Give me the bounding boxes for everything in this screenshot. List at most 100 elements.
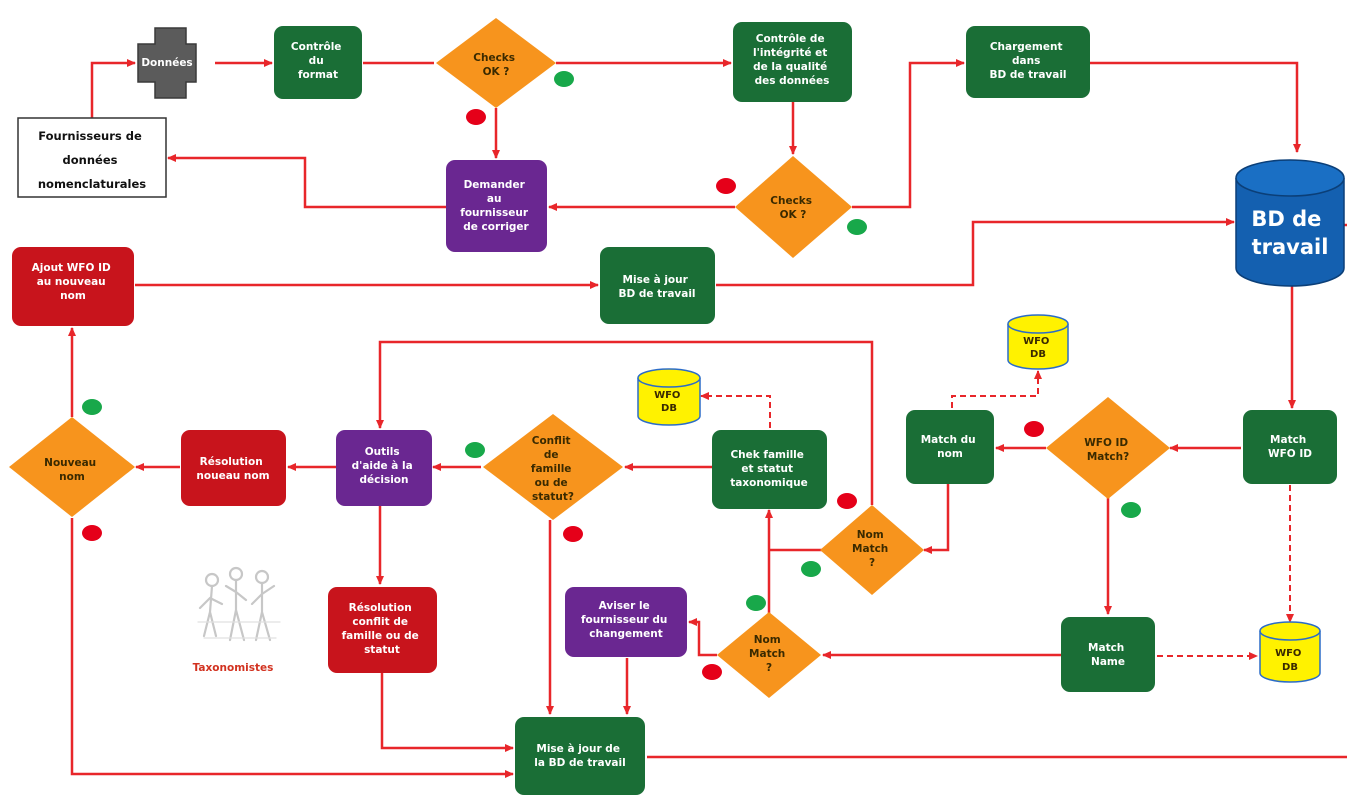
label-line: Outils [365, 446, 400, 458]
label-line: d'aide à la [352, 460, 413, 472]
node-controle-integrite: Contrôle de l'intégrité et de la qualité… [733, 22, 852, 102]
edge-nom-match1-outils [376, 340, 874, 505]
dot-red [716, 178, 736, 194]
label-line: OK ? [780, 209, 807, 221]
svg-text:Données: Données [141, 57, 192, 69]
label-line: noueau nom [196, 470, 269, 482]
label-line: ? [869, 557, 875, 569]
label-line: Données [141, 57, 192, 69]
node-nom-match-2: Nom Match ? [717, 612, 821, 698]
dot-red [1024, 421, 1044, 437]
svg-text:WFO DB: WFO DB [1023, 336, 1053, 360]
dot-green [82, 399, 102, 415]
node-wfo-id-match: WFO ID Match? [1046, 397, 1170, 499]
label-line: de corriger [463, 221, 529, 233]
label-line: l'intégrité et [753, 47, 827, 59]
node-ajout-wfo-id: Ajout WFO ID au nouveau nom [12, 247, 134, 326]
svg-text:Aviser le fournisseur du: Aviser le fournisseur du changement [581, 600, 671, 640]
node-nouveau-nom: Nouveau nom [9, 417, 135, 517]
svg-text:BD de travail: BD de travail [1251, 207, 1328, 259]
edge-checks2-chargement [852, 59, 965, 209]
node-maj-bd-travail-1: Mise à jour BD de travail [600, 247, 715, 324]
label-line: Nom [754, 634, 781, 646]
edge-maj-bd1-bd-travail [716, 218, 1235, 287]
label-line: Résolution [200, 456, 263, 468]
label-line: Demander [464, 179, 526, 191]
node-demander: Demander au fournisseur de corriger [446, 160, 547, 252]
svg-text:Mise à jour de la BD de: Mise à jour de la BD de travail [534, 743, 625, 769]
node-chargement: Chargement dans BD de travail [966, 26, 1090, 98]
label-line: dans [1012, 55, 1040, 67]
node-maj-bd-travail-2: Mise à jour de la BD de travail [515, 717, 645, 795]
svg-text:Checks OK ?: Checks OK ? [770, 195, 815, 221]
label-line: famille ou de [342, 630, 419, 642]
dot-red [82, 525, 102, 541]
label-line: Checks [473, 52, 515, 64]
label-line: Match [1088, 642, 1124, 654]
label-line: fournisseur du [581, 614, 667, 626]
label-line: Nom [857, 529, 884, 541]
dot-green [1121, 502, 1141, 518]
label-line: Contrôle de [756, 33, 825, 45]
svg-text:Checks OK ?: Checks OK ? [473, 52, 518, 78]
node-wfo-db-1: WFO DB [637, 368, 701, 426]
node-fournisseurs: Fournisseurs de données nomenclaturales [17, 117, 167, 198]
dot-green [746, 595, 766, 611]
label-line: Match [852, 543, 888, 555]
node-match-wfo-id: Match WFO ID [1243, 410, 1337, 484]
svg-text:Contrôle du format: Contrôle du format [291, 41, 345, 81]
svg-text:WFO DB: WFO DB [654, 390, 684, 414]
dot-red [837, 493, 857, 509]
label-line: Chargement [990, 41, 1063, 53]
svg-text:Résolution noueau nom: Résolution noueau nom [196, 456, 269, 482]
label-line: nom [60, 290, 86, 302]
dot-red [466, 109, 486, 125]
svg-text:Mise à jour BD de travai: Mise à jour BD de travail [618, 274, 695, 300]
label-line: Taxonomistes [193, 662, 274, 674]
node-outils-aide-decision: Outils d'aide à la décision [336, 430, 432, 506]
dot-red [563, 526, 583, 542]
svg-text:Contrôle de l'intégrité: Contrôle de l'intégrité et de la qualité… [753, 33, 831, 87]
node-conflit-famille-statut: Conflit de famille ou de statut? [483, 414, 623, 520]
label-line: nomenclaturales [38, 177, 146, 191]
node-nom-match-1: Nom Match ? [820, 505, 924, 595]
label-line: DB [1282, 662, 1298, 673]
edge-match-nom-nom-match1 [923, 484, 950, 554]
dot-green [465, 442, 485, 458]
node-resolution-nouveau-nom: Résolution noueau nom [181, 430, 286, 506]
svg-text:Chek famille et statut: Chek famille et statut taxonomique [730, 449, 807, 489]
label-line: Match du [921, 434, 976, 446]
svg-text:Fournisseurs de données: Fournisseurs de données nomenclaturales [38, 129, 146, 191]
label-line: DB [1030, 349, 1046, 360]
label-line: Name [1091, 656, 1125, 668]
node-match-du-nom: Match du nom [906, 410, 994, 484]
label-line: Match? [1087, 451, 1129, 463]
label-line: nom [937, 448, 963, 460]
label-line: Aviser le [599, 600, 650, 612]
node-controle-format: Contrôle du format [274, 26, 362, 99]
node-wfo-db-2: WFO DB [1007, 314, 1069, 370]
label-line: BD de travail [989, 69, 1066, 81]
edge-demander-fournisseurs [167, 154, 446, 209]
label-line: de la qualité [753, 61, 827, 73]
dot-green [554, 71, 574, 87]
svg-text:Nom Match ?: Nom Match ? [852, 529, 892, 569]
node-aviser-fournisseur: Aviser le fournisseur du changement [565, 587, 687, 657]
edge-fournisseurs-donnees [90, 59, 136, 118]
svg-text:WFO DB: WFO DB [1275, 648, 1305, 673]
label-line: données [63, 153, 118, 167]
dot-red [702, 664, 722, 680]
svg-text:Nom Match ?: Nom Match ? [749, 634, 789, 674]
svg-text:Outils d'aide à la: Outils d'aide à la décision [352, 446, 417, 486]
label-line: BD de travail [618, 288, 695, 300]
svg-text:Conflit de famille: Conflit de famille ou de statut? [531, 435, 575, 503]
edge-dashed-match-nom-wfo-db2 [951, 370, 1042, 408]
edge-resolution-conflit-maj-bd2 [380, 673, 514, 752]
people-group-icon [197, 566, 281, 642]
label-line: Ajout WFO ID [32, 262, 111, 274]
label-line: ? [766, 662, 772, 674]
label-line: Conflit [532, 435, 571, 447]
label-line: ou de [535, 477, 568, 489]
label-line: Match [749, 648, 785, 660]
label-line: au nouveau [37, 276, 106, 288]
